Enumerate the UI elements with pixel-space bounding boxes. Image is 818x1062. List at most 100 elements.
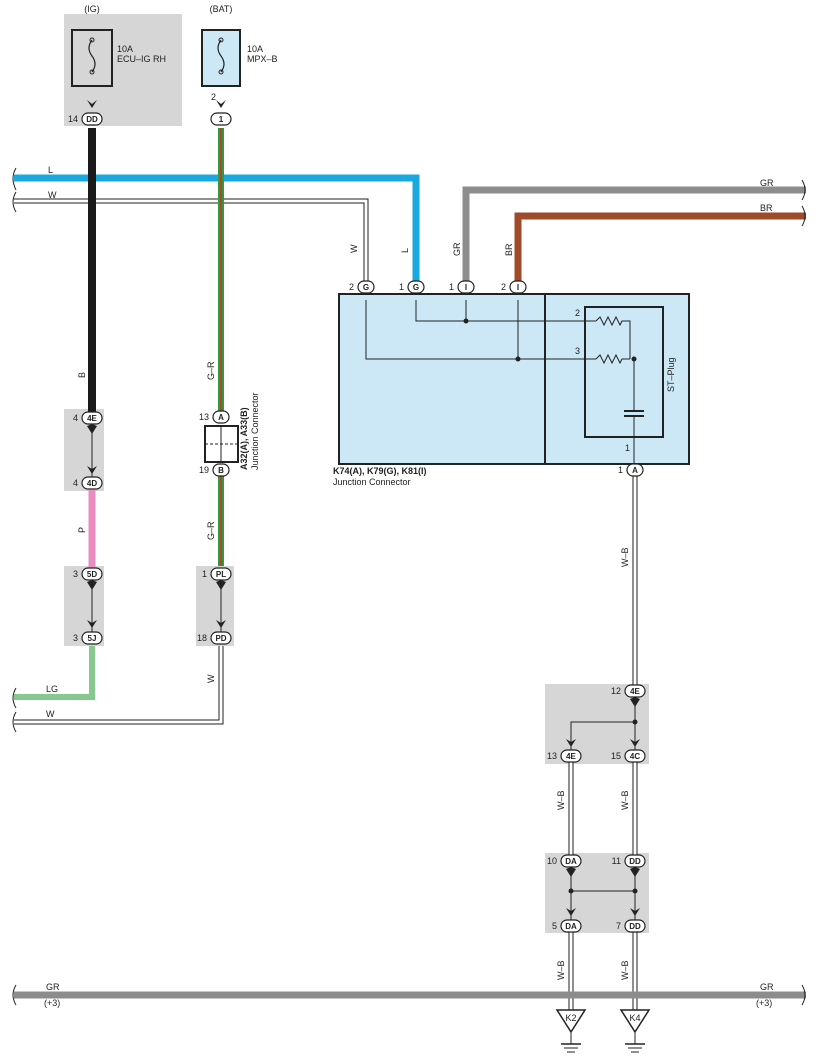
pin-code: 4C (630, 752, 640, 761)
ig-fuse-rating: 10A (117, 44, 133, 54)
wire-label-w-b: W–B (556, 960, 566, 980)
pin-code: B (218, 466, 224, 475)
connector-label-k74: K74(A), K79(G), K81(I) (333, 466, 427, 476)
connector-sublabel-k74: Junction Connector (333, 477, 411, 487)
pin-code: DA (565, 857, 577, 866)
st-plug-label: ST–Plug (666, 357, 676, 392)
bat-fuse-name: MPX–B (247, 54, 278, 64)
pin-code: I (465, 283, 467, 292)
st-plug-pin: 1 (625, 443, 630, 453)
wire-label-w-b: W–B (620, 547, 630, 567)
pin-code: DA (565, 922, 577, 931)
ground-label-k2: K2 (565, 1013, 576, 1023)
wire-label-w: W (206, 674, 216, 683)
pin-code: DD (86, 115, 98, 124)
st-plug-box (584, 306, 664, 438)
pin-number: 13 (199, 412, 209, 422)
wire-gr-top (462, 186, 806, 285)
wire-label-l: L (48, 165, 53, 175)
wire-label-w: W (46, 709, 55, 719)
ig-supply-label: (IG) (84, 4, 100, 14)
pin-number: 4 (73, 478, 78, 488)
pin-number: 10 (547, 856, 557, 866)
pin-code: G (413, 283, 419, 292)
wire-label-gr: GR (760, 982, 774, 992)
pin-number: 1 (449, 282, 454, 292)
bat-supply-label: (BAT) (210, 4, 233, 14)
resistor-icon (595, 315, 631, 359)
pin-number: 7 (616, 921, 621, 931)
pin-number: 1 (399, 282, 404, 292)
pin-number: 2 (349, 282, 354, 292)
fuse-icon (88, 39, 96, 73)
ground-k4 (619, 1009, 651, 1053)
wire-label-gr: GR (46, 982, 60, 992)
wire-label-l: L (400, 248, 410, 253)
fuse-mpx-b (201, 29, 241, 87)
bat-fuse-rating: 10A (247, 44, 263, 54)
st-plug-pin: 3 (575, 346, 580, 356)
wire-w-bottom (14, 646, 224, 725)
pin-number: 14 (68, 114, 78, 124)
wire-label-gr: GR (760, 178, 774, 188)
wire-label-br: BR (760, 203, 773, 213)
pin-code: 4E (630, 687, 640, 696)
wire-label-g-r: G–R (206, 521, 216, 540)
wire-w-top (14, 198, 369, 285)
wire-br-top (514, 212, 806, 285)
pin-code: PL (216, 570, 226, 579)
pin-number: 3 (73, 633, 78, 643)
pin-number: 15 (611, 751, 621, 761)
resistor-icon (595, 353, 630, 365)
pin-code: DD (629, 857, 641, 866)
pin-number: 11 (612, 856, 621, 866)
pin-number: 5 (552, 921, 557, 931)
pin-number: 12 (611, 686, 621, 696)
pin-code: DD (629, 922, 641, 931)
pin-number: 18 (197, 633, 207, 643)
pin-code: G (363, 283, 369, 292)
ground-k2 (555, 1009, 587, 1053)
plus3-label: (+3) (44, 998, 60, 1008)
wire-label-w: W (349, 244, 359, 253)
wire-lg (14, 646, 95, 700)
pin-number: 3 (73, 569, 78, 579)
wire-label-gr: GR (452, 242, 462, 256)
pin-code: 1 (219, 115, 224, 124)
junction-connector-k74 (338, 293, 690, 465)
pin-number: 1 (618, 465, 623, 475)
ground-label-k4: K4 (629, 1013, 640, 1023)
wire-label-w-b: W–B (620, 960, 630, 980)
plus3-label: (+3) (756, 998, 772, 1008)
pin-number: 4 (73, 413, 78, 423)
wire-label-w-b: W–B (620, 790, 630, 810)
pin-code: I (517, 283, 519, 292)
pin-code: A (632, 466, 638, 475)
st-plug-pin: 2 (575, 308, 580, 318)
wire-label-lg: LG (46, 684, 58, 694)
wire-label-g-r: G–R (206, 361, 216, 380)
pin-code: PD (215, 634, 226, 643)
pin-code: 4E (566, 752, 576, 761)
pin-code: 5J (88, 634, 97, 643)
pin-code: A (218, 413, 224, 422)
pin-number: 19 (199, 465, 209, 475)
pin-code: 5D (87, 570, 97, 579)
ig-fuse-name: ECU–IG RH (117, 54, 166, 64)
junction-connector-a32 (204, 425, 239, 463)
pin-code: 4D (87, 479, 97, 488)
wire-label-b: B (77, 372, 87, 378)
connector-sublabel-a32: Junction Connector (250, 392, 260, 470)
wire-label-p: P (77, 527, 87, 533)
pin-code: 4E (87, 414, 97, 423)
pin-number: 1 (202, 569, 207, 579)
fuse-ecu-ig-rh (71, 29, 113, 87)
fuse-icon (217, 39, 225, 73)
wire-label-w-b: W–B (556, 790, 566, 810)
pin-number: 2 (211, 92, 216, 102)
pin-number: 2 (501, 282, 506, 292)
wire-label-w: W (48, 190, 57, 200)
wire-l (14, 174, 420, 285)
pin-number: 13 (547, 751, 557, 761)
